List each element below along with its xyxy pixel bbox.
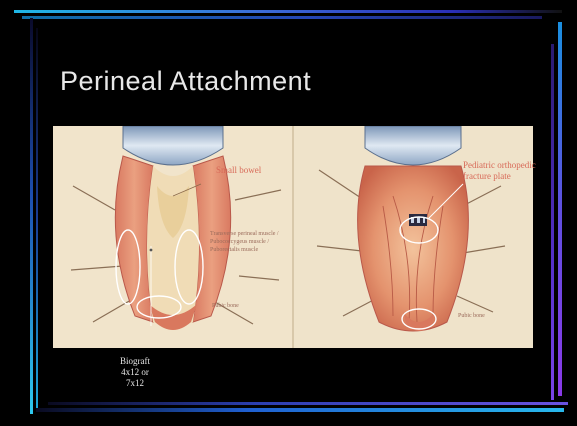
label-pubic-left: Pubic bone <box>212 302 239 311</box>
label-small-bowel: Small bowel <box>216 166 261 175</box>
biograft-caption: Biograft 4x12 or 7x12 <box>100 356 170 389</box>
biograft-line-1: Biograft <box>100 356 170 367</box>
label-pediatric-plate: Pediatric orthopedic fracture plate <box>463 160 543 182</box>
frame-bar-left-inner <box>36 28 38 410</box>
frame-bar-right <box>558 22 562 396</box>
slide-title: Perineal Attachment <box>60 66 311 97</box>
frame-bar-bottom <box>36 408 564 412</box>
frame-bar-left <box>30 18 33 414</box>
frame-bar-top-inner <box>22 16 542 19</box>
label-pubic-right: Pubic bone <box>458 312 485 321</box>
label-muscles: Transverse perineal muscle / Pubococcyge… <box>210 230 290 254</box>
frame-bar-top <box>14 10 562 13</box>
biograft-line-2: 4x12 or <box>100 367 170 378</box>
biograft-line-3: 7x12 <box>100 378 170 389</box>
frame-bar-right-inner <box>551 44 554 400</box>
frame-bar-bottom-inner <box>48 402 568 405</box>
